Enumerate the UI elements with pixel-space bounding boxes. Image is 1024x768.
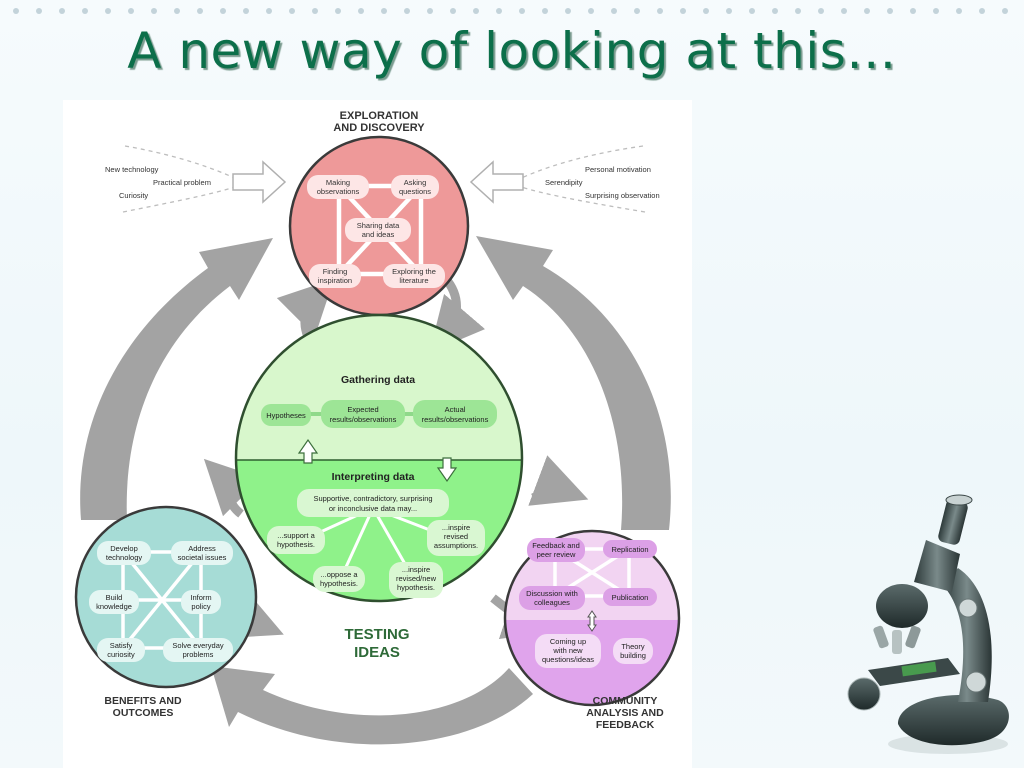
node-making-observations-1: Making	[326, 178, 350, 187]
node-making-observations-2: observations	[317, 187, 360, 196]
node-build-knowledge-2: knowledge	[96, 602, 132, 611]
community-circle	[503, 529, 681, 707]
node-coming-up-1: Coming up	[550, 637, 586, 646]
interpreting-data-title: Interpreting data	[332, 471, 415, 483]
node-inform-policy-2: policy	[191, 602, 210, 611]
testing-ideas-label-2: IDEAS	[354, 644, 400, 661]
left-input-arrow	[232, 160, 287, 204]
cycle-arrow-left	[80, 238, 274, 520]
exploration-title-1: EXPLORATION	[340, 110, 419, 122]
input-personal-motivation: Personal motivation	[585, 165, 651, 174]
node-asking-questions-2: questions	[399, 187, 431, 196]
node-inspire-new-3: hypothesis.	[397, 583, 435, 592]
input-surprising-observation: Surprising observation	[585, 191, 660, 200]
node-satisfy-curiosity-2: curiosity	[107, 650, 135, 659]
cycle-arrow-bottom	[211, 666, 533, 745]
exploration-section: EXPLORATION AND DISCOVERY New technology…	[105, 110, 660, 317]
node-inform-policy-1: Inform	[190, 593, 211, 602]
node-expected-2: results/observations	[330, 415, 397, 424]
exploration-title-2: AND DISCOVERY	[333, 122, 425, 134]
dotted-border	[13, 8, 1008, 14]
community-label-2: ANALYSIS AND	[586, 707, 664, 719]
node-support-1: ...support a	[277, 531, 315, 540]
node-finding-inspiration-2: inspiration	[318, 276, 352, 285]
benefits-section: Develop technology Address societal issu…	[74, 505, 258, 719]
node-exploring-literature-2: literature	[399, 276, 428, 285]
node-satisfy-curiosity-1: Satisfy	[110, 641, 133, 650]
testing-section: Gathering data Hypotheses Expected resul…	[234, 313, 524, 661]
node-publication: Publication	[612, 593, 649, 602]
slide-title: A new way of looking at this…	[127, 22, 897, 80]
microscope-icon	[847, 494, 1009, 754]
cycle-arrow-right	[476, 236, 671, 530]
node-actual-1: Actual	[445, 405, 466, 414]
input-new-technology: New technology	[105, 165, 159, 174]
node-solve-everyday-2: problems	[183, 650, 214, 659]
node-solve-everyday-1: Solve everyday	[172, 641, 224, 650]
benefits-label-1: BENEFITS AND	[104, 695, 182, 707]
node-develop-technology-1: Develop	[110, 544, 138, 553]
node-data-may-2: or inconclusive data may...	[329, 504, 417, 513]
scientific-process-diagram: EXPLORATION AND DISCOVERY New technology…	[63, 100, 692, 768]
testing-circle	[234, 313, 524, 603]
testing-ideas-label-1: TESTING	[344, 626, 409, 643]
benefits-label-2: OUTCOMES	[113, 707, 174, 719]
node-inspire-revised-3: assumptions.	[434, 541, 478, 550]
node-inspire-revised-1: ...inspire	[442, 523, 470, 532]
node-discussion-2: colleagues	[534, 598, 570, 607]
node-inspire-new-2: revised/new	[396, 574, 437, 583]
node-oppose-1: ...oppose a	[320, 570, 358, 579]
node-develop-technology-2: technology	[106, 553, 143, 562]
node-exploring-literature-1: Exploring the	[392, 267, 436, 276]
node-finding-inspiration-1: Finding	[323, 267, 348, 276]
node-address-societal-2: societal issues	[178, 553, 227, 562]
node-feedback-1: Feedback and	[532, 541, 580, 550]
node-replication: Replication	[611, 545, 648, 554]
up-arrow-icon	[297, 438, 319, 464]
gathering-data-title: Gathering data	[341, 374, 415, 386]
updown-arrow-icon	[587, 610, 597, 632]
cycle-arrows	[80, 236, 671, 745]
node-sharing-data-1: Sharing data	[357, 221, 400, 230]
node-expected-1: Expected	[347, 405, 378, 414]
input-curiosity: Curiosity	[119, 191, 148, 200]
node-theory-2: building	[620, 651, 646, 660]
node-feedback-2: peer review	[537, 550, 576, 559]
community-label-3: FEEDBACK	[596, 719, 655, 731]
node-build-knowledge-1: Build	[106, 593, 123, 602]
node-asking-questions-1: Asking	[404, 178, 427, 187]
node-actual-2: results/observations	[422, 415, 489, 424]
community-label-1: COMMUNITY	[593, 695, 658, 707]
input-practical-problem: Practical problem	[153, 178, 211, 187]
node-theory-1: Theory	[621, 642, 645, 651]
input-serendipity: Serendipity	[545, 178, 583, 187]
node-coming-up-3: questions/ideas	[542, 655, 594, 664]
node-hypotheses: Hypotheses	[266, 411, 306, 420]
node-oppose-2: hypothesis.	[320, 579, 358, 588]
community-section: Feedback and peer review Replication Dis…	[503, 529, 681, 731]
right-input-arrow	[469, 160, 524, 204]
node-address-societal-1: Address	[188, 544, 216, 553]
node-discussion-1: Discussion with	[526, 589, 578, 598]
down-arrow-icon	[436, 457, 458, 483]
node-inspire-new-1: ...inspire	[402, 565, 430, 574]
node-inspire-revised-2: revised	[444, 532, 468, 541]
node-sharing-data-2: and ideas	[362, 230, 395, 239]
node-support-2: hypothesis.	[277, 540, 315, 549]
node-data-may-1: Supportive, contradictory, surprising	[313, 494, 432, 503]
node-coming-up-2: with new	[552, 646, 583, 655]
